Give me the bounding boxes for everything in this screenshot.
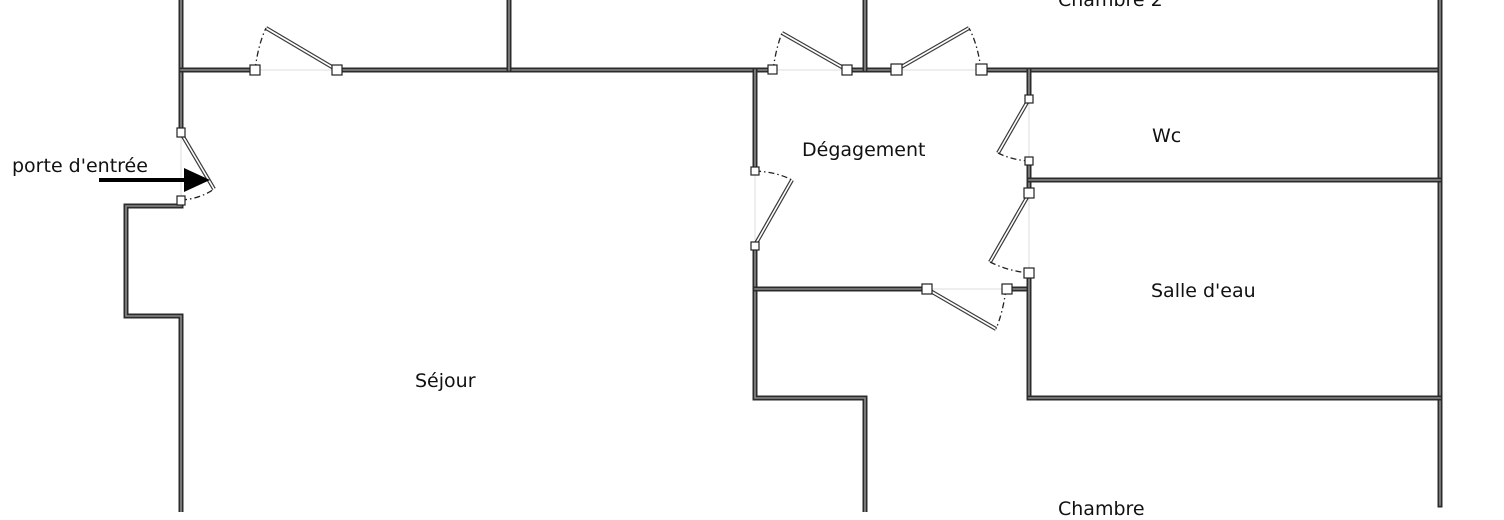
room-label-salle-deau: Salle d'eau — [1151, 280, 1256, 302]
door-salle-deau[interactable] — [988, 187, 1035, 279]
room-label-chambre: Chambre — [1058, 498, 1145, 520]
wall-entrance-notch — [123, 203, 184, 512]
room-label-degagement: Dégagement — [802, 139, 926, 161]
door-chambre-2[interactable] — [890, 26, 988, 76]
room-label-chambre-2: Chambre 2 — [1058, 0, 1163, 11]
right-arrow-icon — [99, 168, 210, 192]
door-degagement-top-left[interactable] — [767, 31, 853, 76]
door-chambre-bottom[interactable] — [921, 283, 1013, 331]
room-label-wc: Wc — [1152, 125, 1182, 147]
door-sejour[interactable] — [750, 166, 794, 251]
door-entrance[interactable] — [176, 127, 216, 206]
door-wc[interactable] — [996, 94, 1034, 166]
walls — [123, 0, 1443, 512]
openings — [180, 69, 1030, 290]
wall-degagement-left-lower — [752, 243, 868, 512]
entrance-label: porte d'entrée — [12, 155, 148, 177]
room-label-sejour: Séjour — [415, 370, 476, 392]
door-chambre-top-left[interactable] — [249, 26, 343, 76]
